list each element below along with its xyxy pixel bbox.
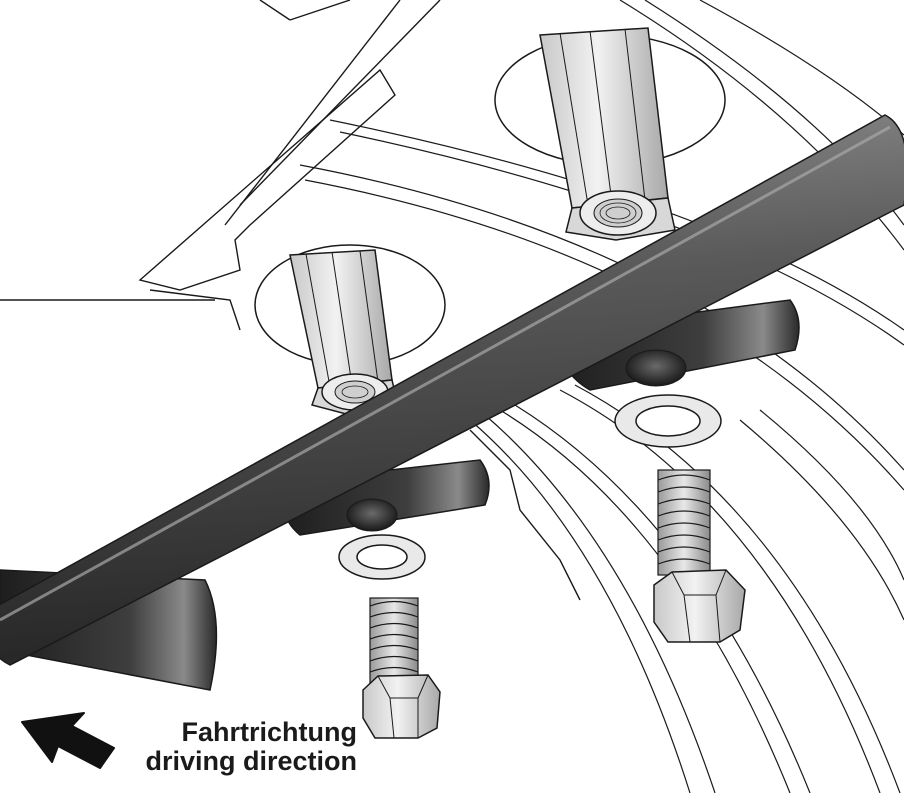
upper-spacer — [494, 27, 726, 241]
arrow-up-left-icon — [21, 712, 115, 769]
bolt-left — [362, 597, 441, 739]
direction-caption: Fahrtrichtung driving direction — [145, 718, 357, 776]
caption-english: driving direction — [145, 746, 357, 776]
caption-german: Fahrtrichtung — [181, 717, 358, 747]
washer-right — [614, 394, 722, 448]
frame-outline — [0, 0, 581, 601]
main-rod — [0, 114, 904, 666]
washer-middle — [338, 534, 426, 580]
bolt-right — [653, 469, 746, 643]
